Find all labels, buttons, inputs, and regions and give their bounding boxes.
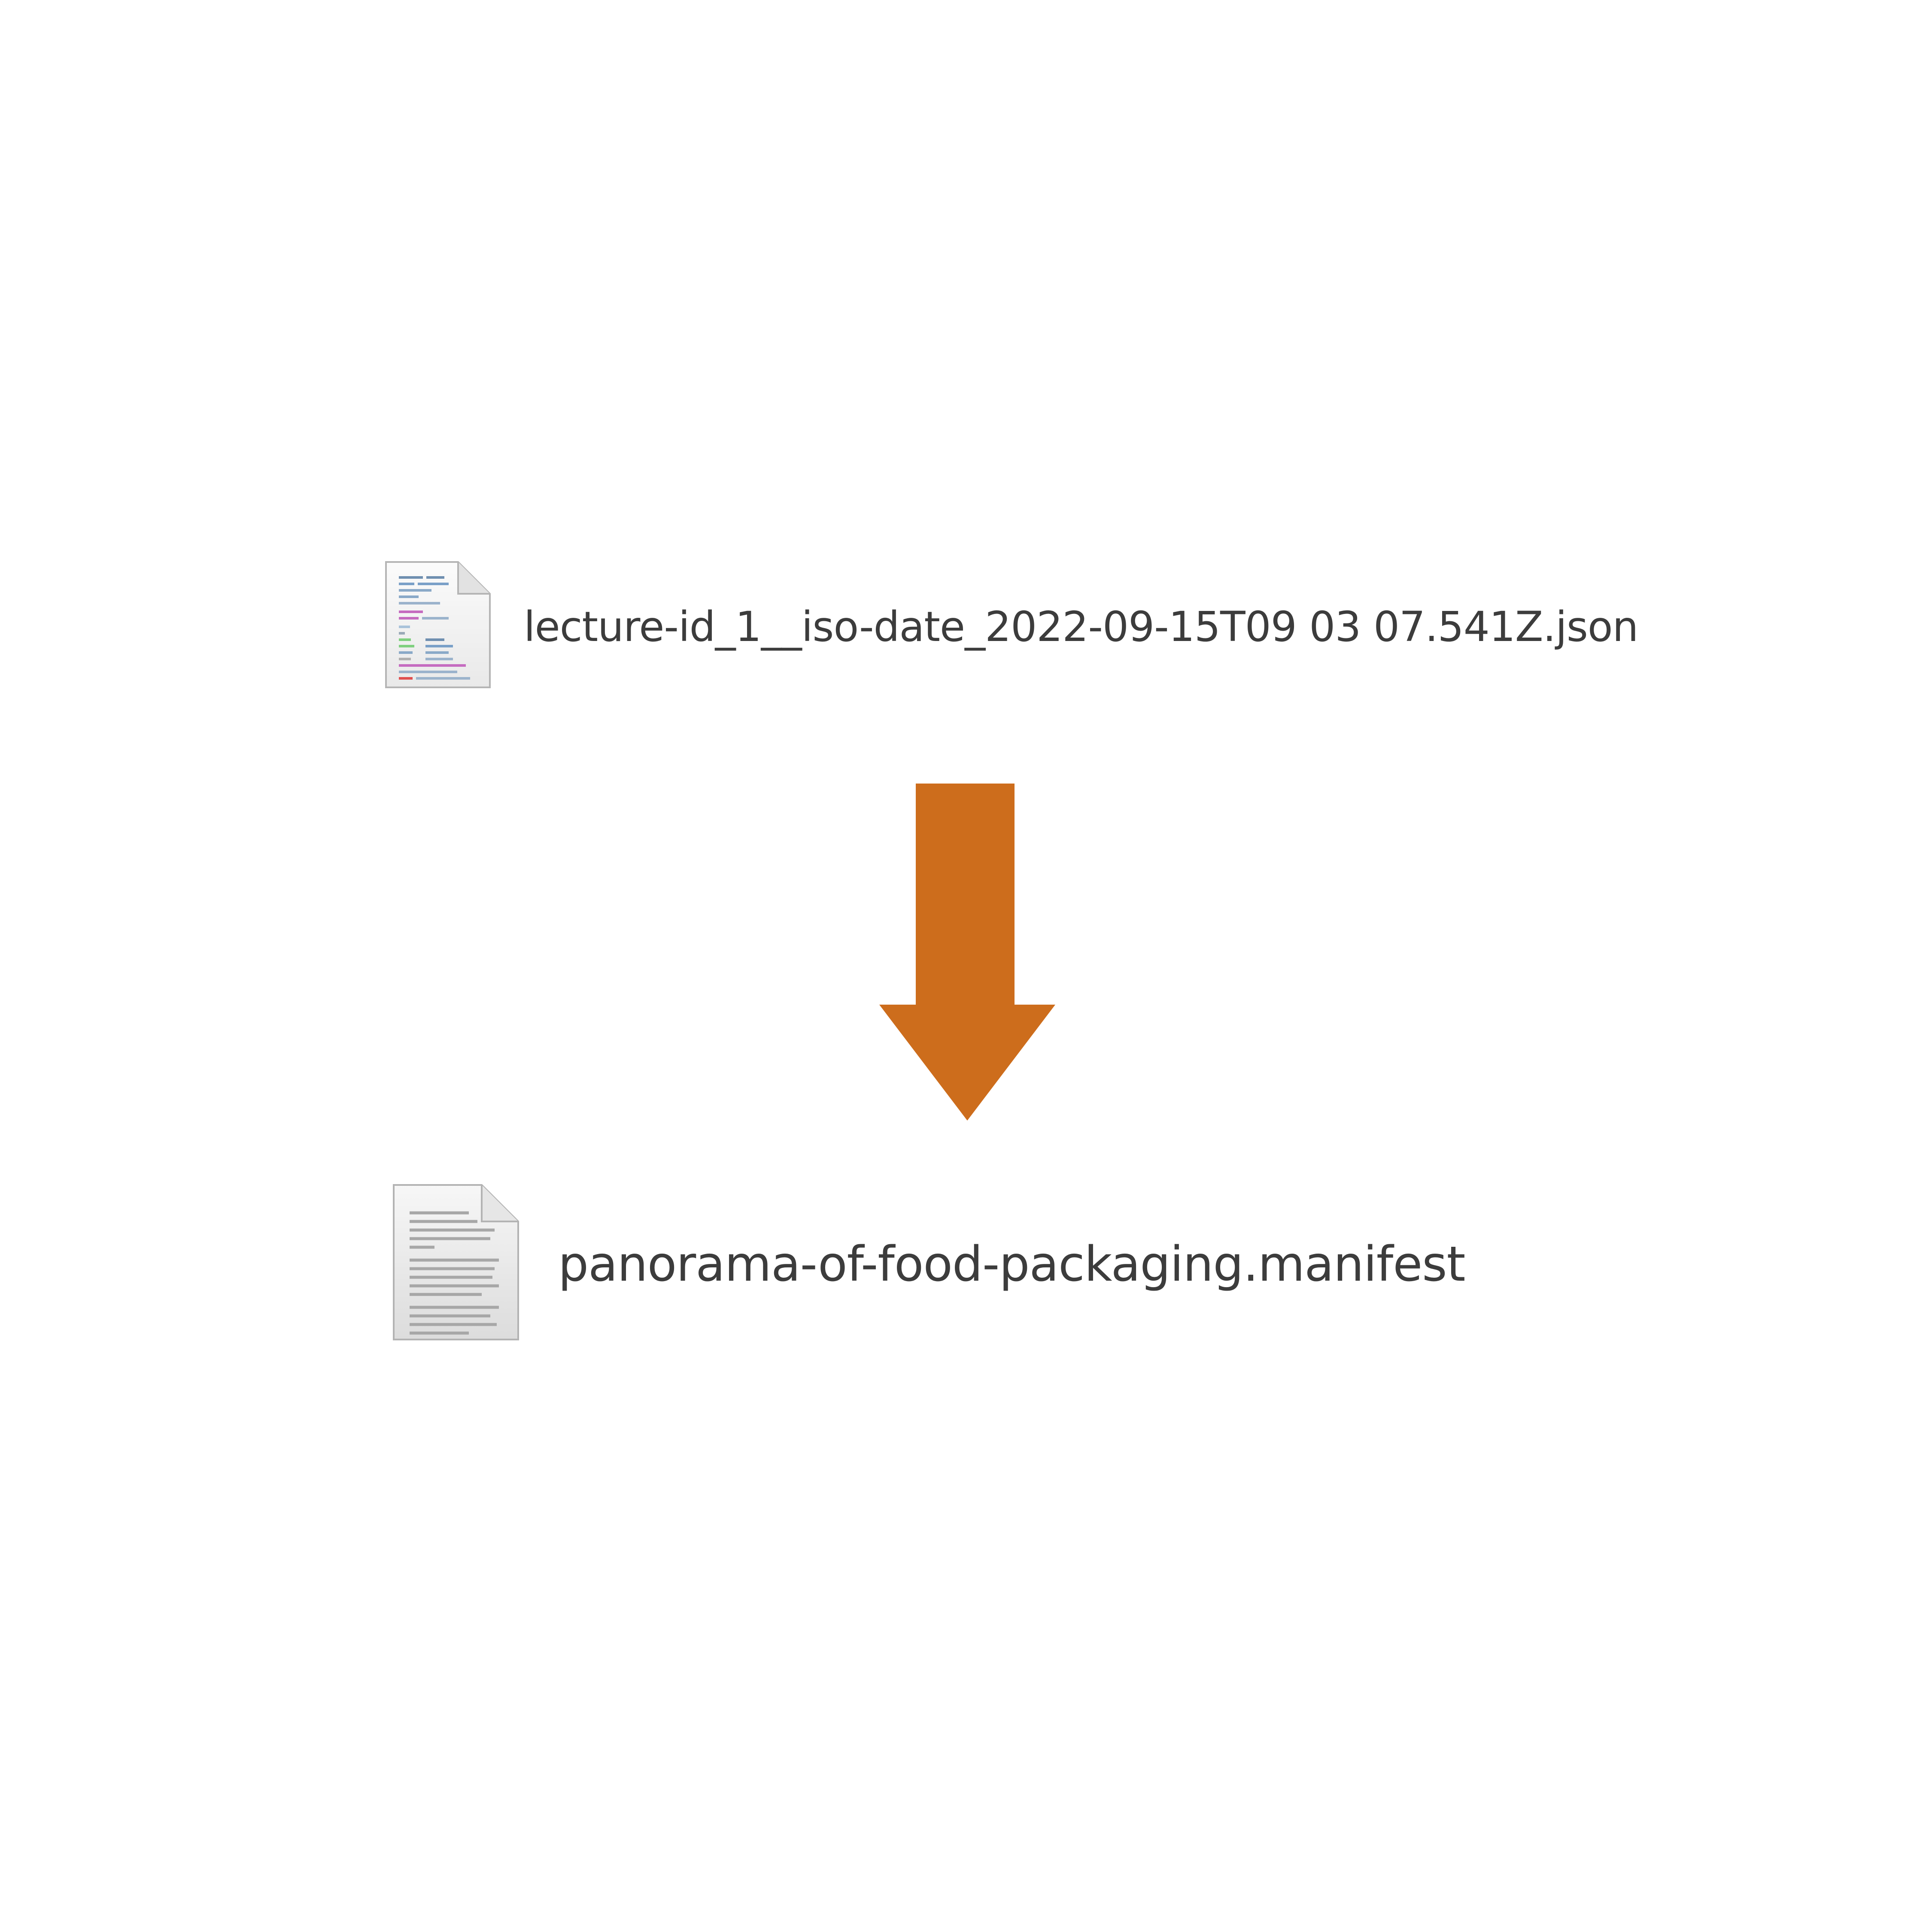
json-file-icon bbox=[385, 561, 491, 688]
arrow-down-icon bbox=[879, 784, 1055, 1121]
target-file-name: panorama-of-food-packaging.manifest bbox=[558, 1236, 1466, 1292]
source-file-item[interactable]: lecture-id_1__iso-date_2022-09-15T09 03 … bbox=[384, 560, 1638, 689]
target-file-item[interactable]: panorama-of-food-packaging.manifest bbox=[392, 1183, 1466, 1342]
source-file-name: lecture-id_1__iso-date_2022-09-15T09 03 … bbox=[524, 603, 1638, 651]
text-file-icon bbox=[393, 1184, 519, 1340]
